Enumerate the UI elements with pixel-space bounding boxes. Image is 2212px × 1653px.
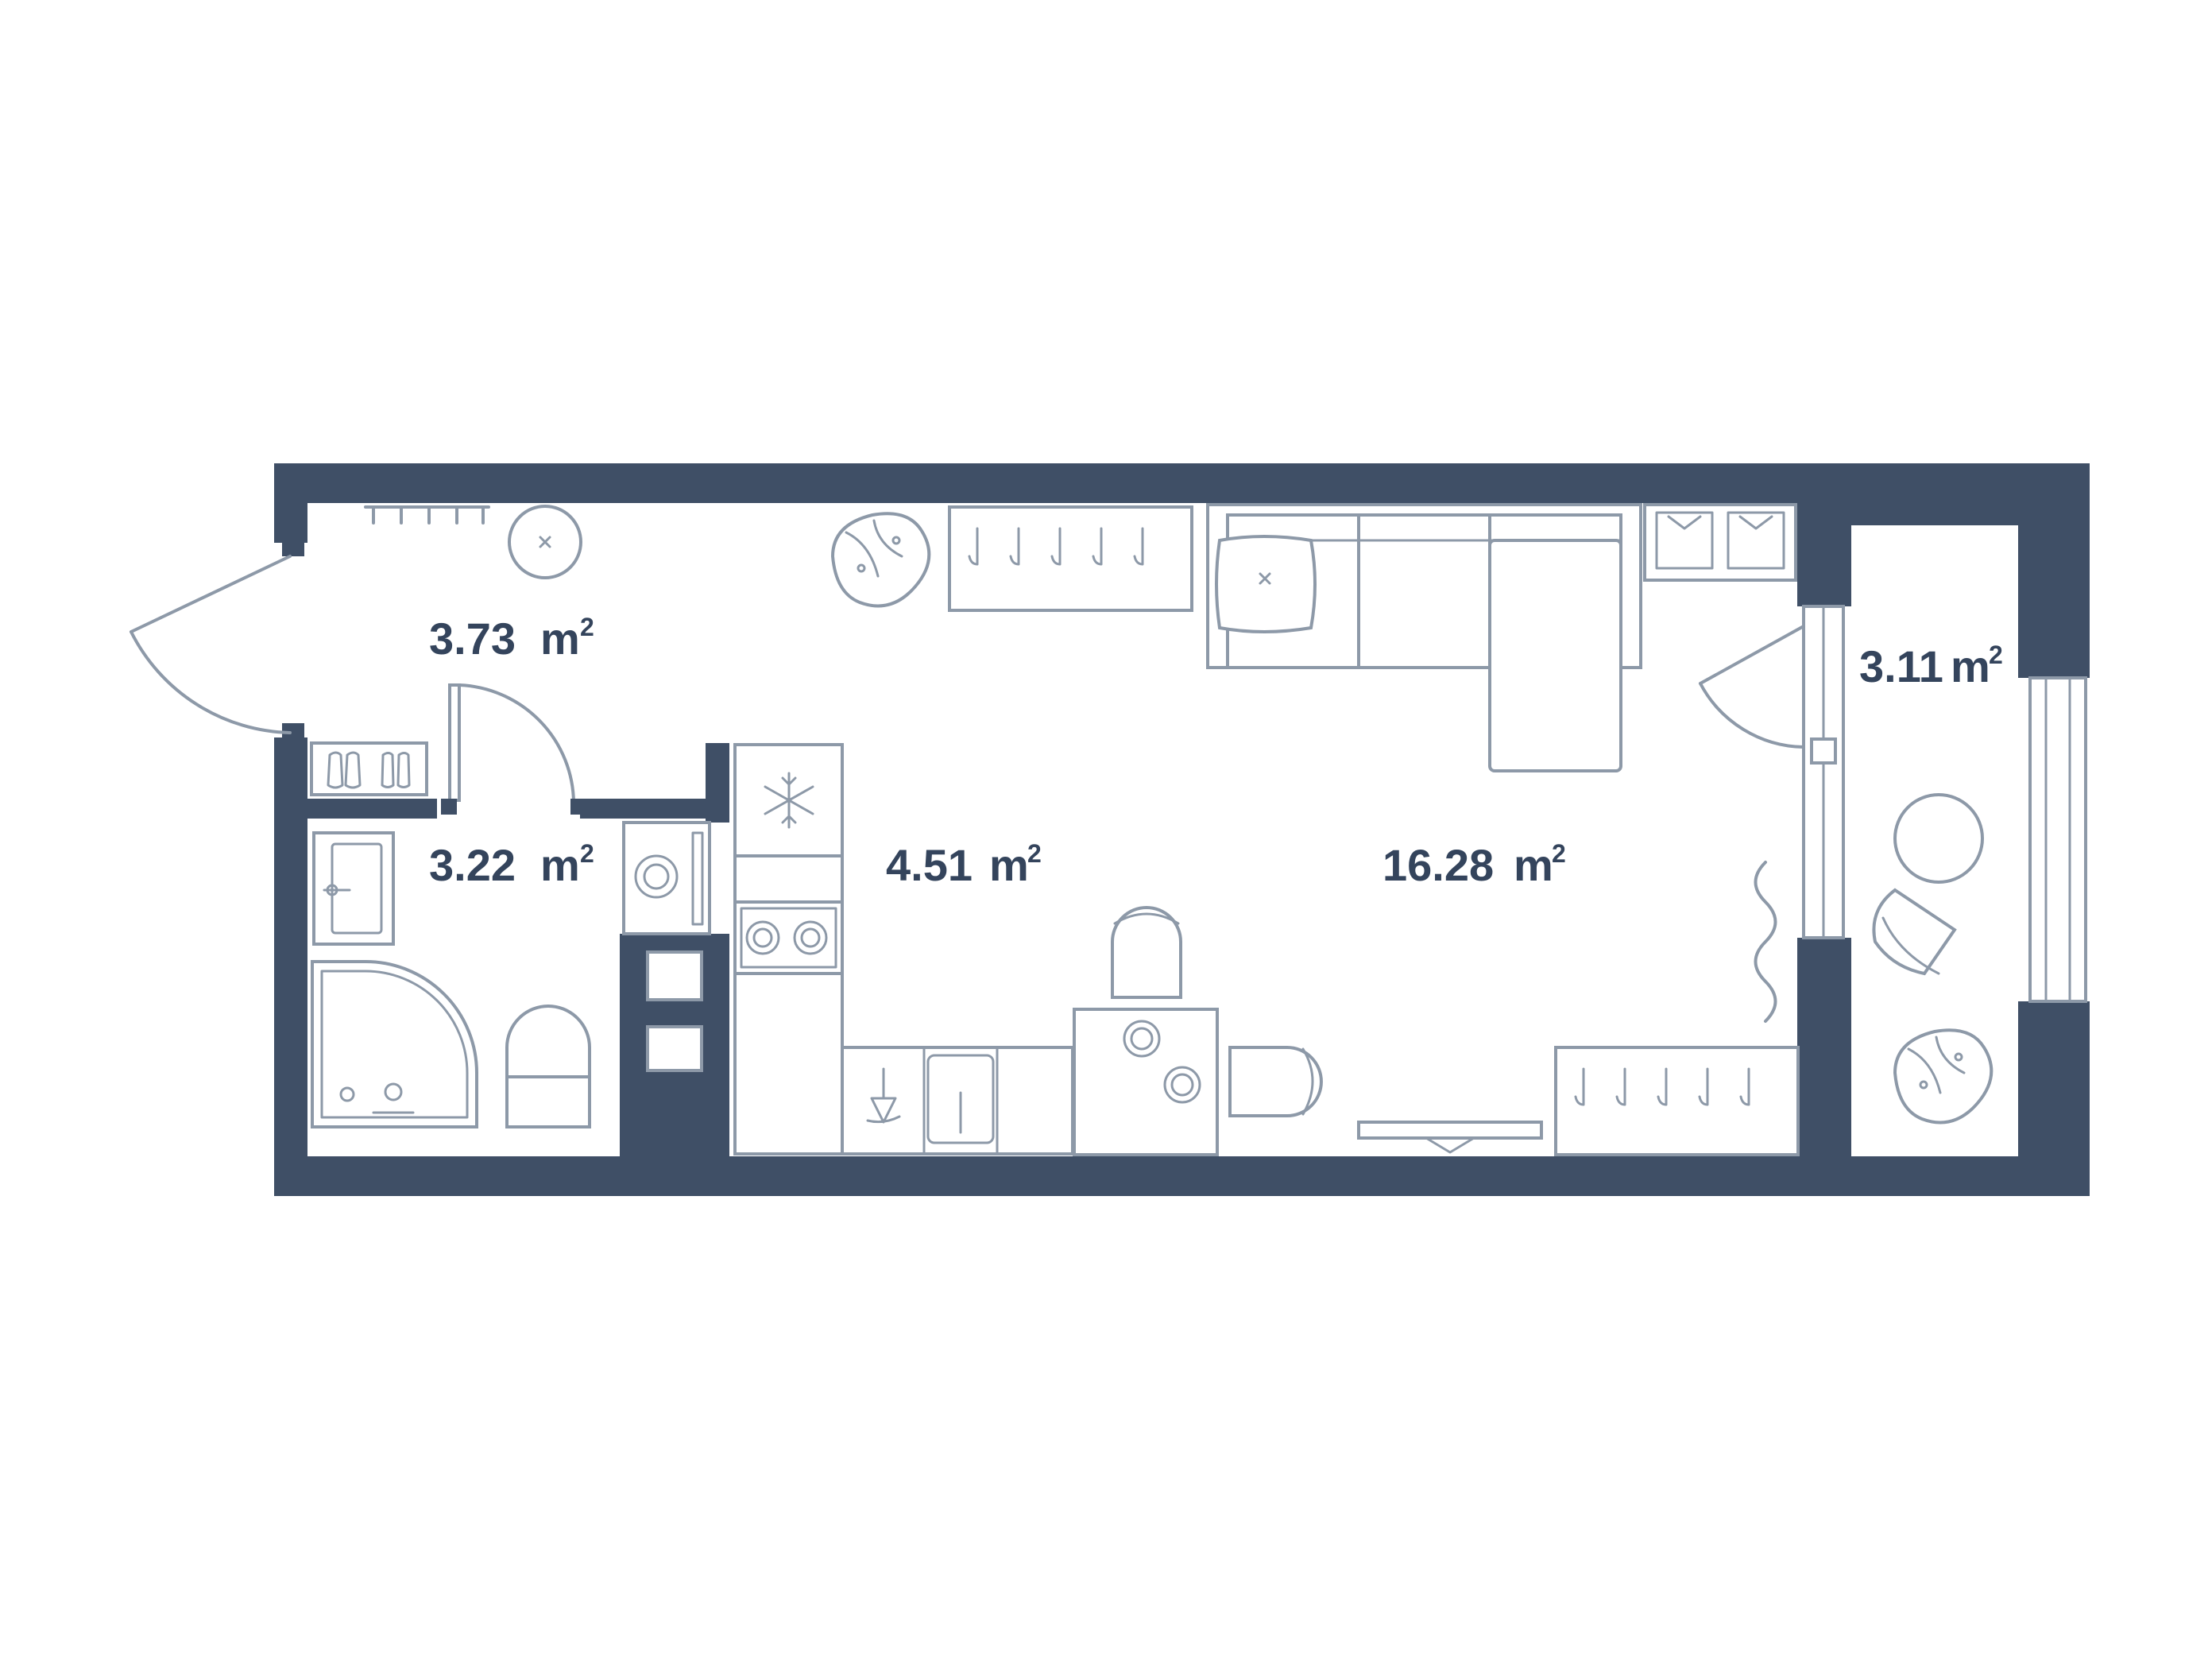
window-icon <box>2028 676 2087 1003</box>
folded-clothes-icon <box>1643 503 1797 582</box>
washing-machine-icon <box>622 821 711 935</box>
curtain-icon <box>1754 861 1777 1023</box>
room-label-hallway: 3.73 m 2 <box>429 613 594 664</box>
refrigerator-icon <box>733 743 844 857</box>
wardrobe-hangers-icon <box>1554 1046 1800 1156</box>
room-label-living-room: 16.28 m 2 <box>1382 839 1566 890</box>
dishwasher-icon <box>866 1067 901 1124</box>
chair-icon <box>1111 906 1182 999</box>
area-value: 3.11 <box>1859 641 1943 691</box>
stove-icon <box>733 900 844 975</box>
area-unit: m <box>540 614 580 664</box>
area-exponent: 2 <box>580 839 594 868</box>
pillow-icon <box>1215 535 1317 633</box>
pouf-icon <box>508 505 582 579</box>
area-exponent: 2 <box>1552 839 1566 868</box>
balcony-door-icon[interactable] <box>1699 605 1845 939</box>
shoe-rack-icon <box>310 741 428 796</box>
armchair-icon <box>1872 888 1957 976</box>
room-label-kitchen: 4.51 m 2 <box>886 839 1042 890</box>
walls <box>274 463 2090 1196</box>
area-exponent: 2 <box>1027 839 1042 868</box>
plant-icon <box>830 512 931 608</box>
area-unit: m <box>1514 840 1553 890</box>
chair-icon <box>1228 1046 1323 1117</box>
area-value: 3.73 <box>429 614 516 664</box>
plant-icon <box>1893 1028 1994 1125</box>
wardrobe-hangers-icon <box>948 505 1193 612</box>
toilet-icon <box>505 1005 591 1128</box>
room-label-balcony: 3.11 m 2 <box>1859 641 2003 691</box>
area-exponent: 2 <box>580 613 594 641</box>
dining-table-icon <box>1073 1008 1219 1156</box>
area-value: 3.22 <box>429 840 516 890</box>
shower-icon <box>311 960 478 1128</box>
area-unit: m <box>540 840 580 890</box>
tv-stand-icon <box>1357 1121 1543 1154</box>
kitchen-sink-icon <box>926 1054 995 1144</box>
kitchen-counter <box>733 854 1074 1156</box>
coat-rack-icon <box>364 505 490 525</box>
entrance-door-icon[interactable] <box>130 555 292 734</box>
sink-icon <box>312 831 395 946</box>
area-unit: m <box>989 840 1029 890</box>
area-exponent: 2 <box>1989 641 2003 669</box>
shelf-unit-icon <box>646 950 703 1072</box>
area-value: 4.51 <box>886 840 973 890</box>
interior-door-icon[interactable] <box>441 683 586 815</box>
area-unit: m <box>1951 641 1990 691</box>
balcony-table-icon <box>1893 793 1984 884</box>
room-label-bathroom: 3.22 m 2 <box>429 839 594 890</box>
area-value: 16.28 <box>1382 840 1494 890</box>
